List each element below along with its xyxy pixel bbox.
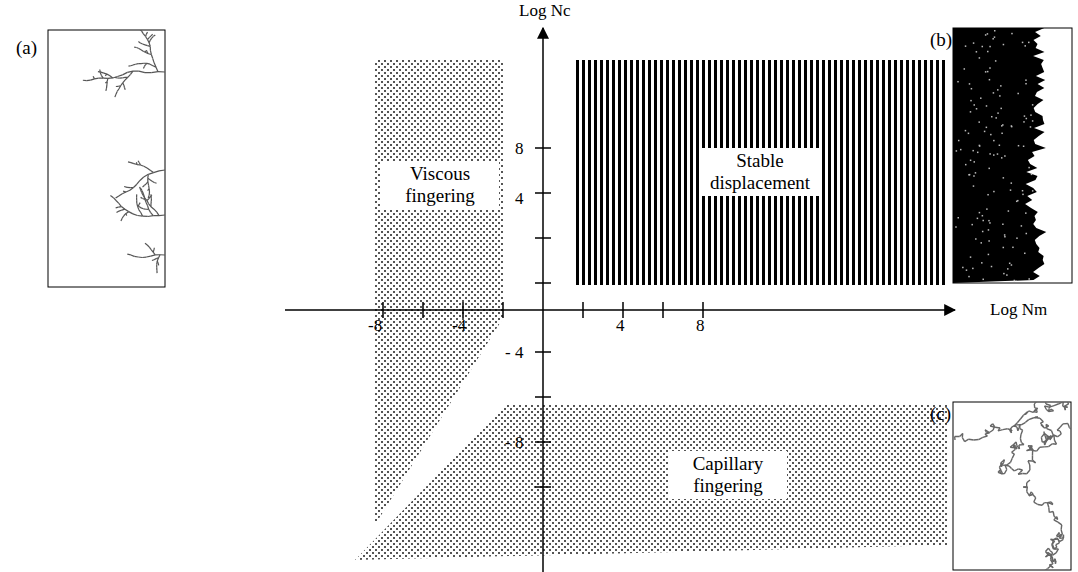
- axis-title: Log Nm: [990, 301, 1047, 318]
- viscous-dendrite: [83, 30, 165, 273]
- inset-a-frame: [48, 30, 165, 287]
- tick-label: - 8: [505, 434, 523, 451]
- region-label-box: Capillary fingering: [653, 435, 803, 515]
- inset-c-frame: [953, 402, 1071, 570]
- region-label-box: Viscous fingering: [375, 140, 505, 230]
- tick-label: -4: [452, 317, 466, 334]
- region-label-box: Stable displacement: [685, 132, 835, 212]
- tick-label: 8: [696, 317, 705, 334]
- tick-label: 8: [515, 140, 524, 157]
- capillary-region: [355, 405, 948, 560]
- stable-region: [573, 60, 948, 285]
- tick-label: 4: [616, 317, 625, 334]
- stable-front: [953, 28, 1072, 283]
- region-name: Stable displacement: [701, 148, 819, 196]
- region-name: Viscous fingering: [381, 161, 499, 209]
- panel-letter: (b): [930, 30, 952, 49]
- capillary-cluster: [955, 402, 1071, 570]
- axis-title: Log Nc: [519, 2, 570, 19]
- tick-label: - 4: [505, 344, 523, 361]
- x-axis: [285, 309, 955, 311]
- y-axis: [542, 28, 544, 572]
- panel-letter: (c): [930, 404, 951, 423]
- region-name: Capillary fingering: [669, 451, 787, 499]
- panel-letter: (a): [16, 38, 37, 57]
- tick-label: 4: [515, 190, 524, 207]
- tick-label: -8: [368, 317, 382, 334]
